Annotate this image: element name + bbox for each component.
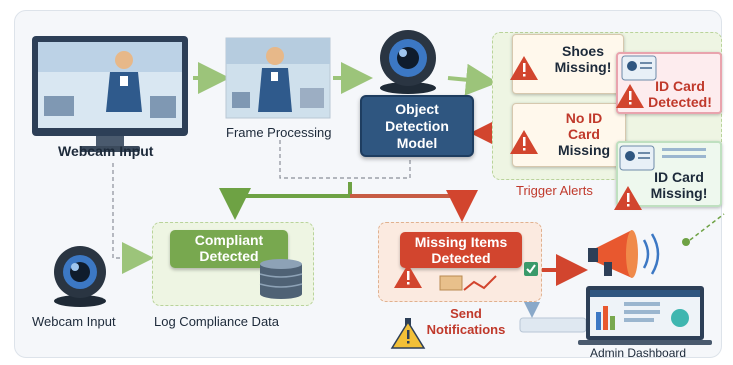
alert-no-id-card: No ID Card Missing [512,103,626,167]
link-dot [682,238,690,246]
webcam-input-label-bottom: Webcam Input [32,314,116,329]
object-detection-model-box: Object Detection Model [360,95,474,157]
alert-noid-line-1: No ID [565,110,603,126]
trigger-alerts-label: Trigger Alerts [516,183,593,198]
alert-iddet-line-1: ID Card [655,78,705,94]
webcam-input-label: Webcam Input [58,143,154,159]
dashed-webcam-to-log [112,163,145,259]
compliant-line-2: Detected [199,248,259,265]
missing-line-2: Detected [431,250,491,267]
alert-idmiss-line-1: ID Card [654,169,704,185]
send-line-2: Notifications [426,321,506,337]
alert-idmiss-line-2: Missing! [650,185,708,202]
arrow-camera-to-alerts [447,63,498,96]
dashed-alert-link [689,213,725,241]
missing-line-1: Missing Items [414,234,508,250]
admin-dashboard-label: Admin Dashboard [590,346,687,360]
warning-icon [510,56,538,80]
arrow-to-compliant [219,182,352,220]
arrow-to-missing [350,190,478,222]
alert-shoes-line-1: Shoes [561,43,604,59]
log-compliance-label: Log Compliance Data [154,314,280,329]
package-chart-icon [439,275,497,291]
warning-bell-icon [390,318,426,349]
model-line-3: Model [396,134,438,151]
alert-shoes-line-2: Missing! [554,59,612,76]
id-card-icon [619,145,706,171]
send-line-1: Send [450,306,482,321]
warning-icon [616,84,644,108]
id-card-icon [621,55,657,81]
send-notifications-label: Send Notifications [424,306,508,337]
alert-iddet-line-2: Detected! [648,94,712,111]
alert-noid-line-3: Missing [557,142,611,159]
warning-icon [510,130,538,154]
check-flag-icon [524,262,538,276]
model-line-2: Detection [385,117,449,134]
warning-icon [394,264,422,288]
alert-noid-line-2: Card [568,126,600,143]
alert-shoes-missing: Shoes Missing! [512,34,624,94]
model-line-1: Object [395,101,439,117]
missing-items-detected-box: Missing Items Detected [400,232,522,268]
warning-icon [614,186,642,210]
compliant-line-1: Compliant [194,232,264,248]
frame-processing-label: Frame Processing [226,125,332,140]
